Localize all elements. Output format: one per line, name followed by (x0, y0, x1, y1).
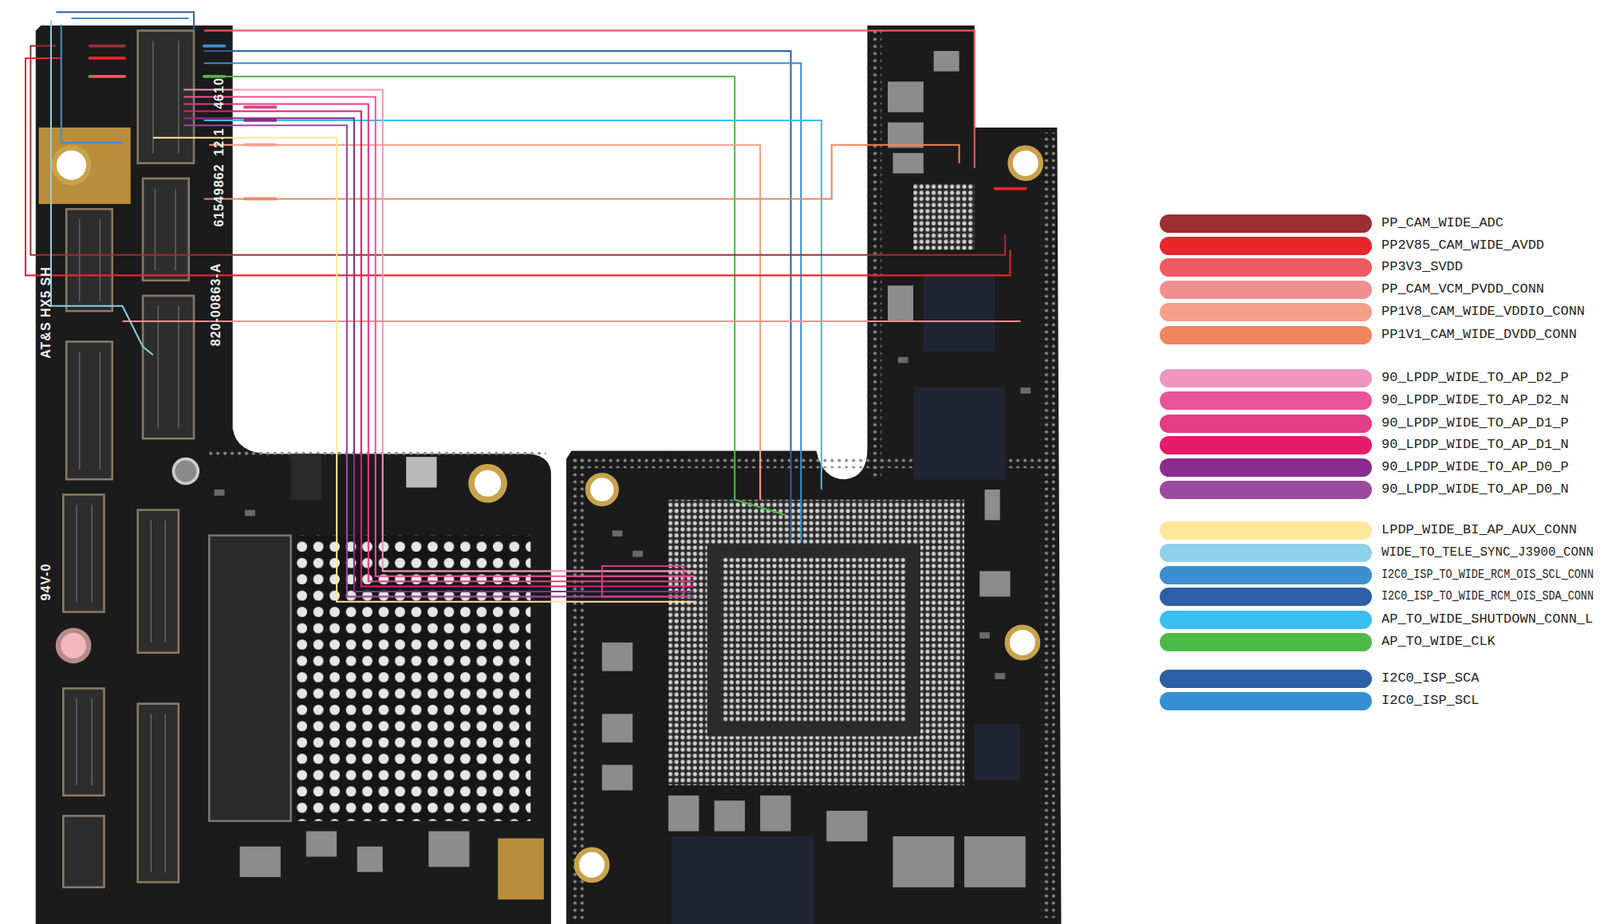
legend-text: PP1V1_CAM_WIDE_DVDD_CONN (1381, 327, 1577, 343)
legend-swatch (1159, 280, 1372, 300)
legend-swatch (1159, 436, 1372, 455)
legend-text: 90_LPDP_WIDE_TO_AP_D2_P (1381, 370, 1569, 387)
legend-swatch (1159, 669, 1372, 689)
legend-swatch (1159, 633, 1372, 652)
legend-swatch (1159, 369, 1372, 388)
legend-swatch (1159, 258, 1372, 277)
silkscreen-label: AT&S HX5 SH (39, 266, 54, 359)
legend-text: PP_CAM_WIDE_ADC (1381, 215, 1504, 232)
legend-swatch (1159, 214, 1372, 233)
silkscreen-label: 12.1 (212, 127, 227, 156)
legend-swatch (1159, 414, 1372, 434)
legend-text: 90_LPDP_WIDE_TO_AP_D0_N (1381, 481, 1569, 498)
legend-text: 90_LPDP_WIDE_TO_AP_D0_P (1381, 459, 1569, 476)
legend-swatch (1159, 303, 1372, 322)
legend-text: I2C0_ISP_TO_WIDE_RCM_OIS_SDA_CONN (1381, 588, 1594, 605)
legend-swatch (1159, 326, 1372, 345)
legend-text: 90_LPDP_WIDE_TO_AP_D2_N (1381, 392, 1569, 409)
legend-swatch (1159, 543, 1372, 563)
silkscreen-label: 4610 (212, 77, 227, 110)
legend-swatch (1159, 480, 1372, 500)
legend-swatch (1159, 521, 1372, 540)
silkscreen-label: 94V-0 (39, 563, 54, 602)
legend-swatch (1159, 587, 1372, 607)
silkscreen-label: 820-00863-A (208, 263, 224, 347)
legend-text: LPDP_WIDE_BI_AP_AUX_CONN (1381, 522, 1577, 539)
legend-swatch (1159, 458, 1372, 477)
legend-text: AP_TO_WIDE_CLK (1381, 634, 1496, 651)
legend-text: 90_LPDP_WIDE_TO_AP_D1_N (1381, 437, 1569, 454)
legend-text: PP_CAM_VCM_PVDD_CONN (1381, 281, 1545, 298)
legend-swatch (1159, 236, 1372, 256)
legend-text: PP1V8_CAM_WIDE_VDDIO_CONN (1381, 303, 1585, 320)
legend-swatch (1159, 692, 1372, 711)
legend-text: AP_TO_WIDE_SHUTDOWN_CONN_L (1381, 611, 1593, 628)
legend-text: PP3V3_SVDD (1381, 259, 1463, 276)
legend-swatch (1159, 391, 1372, 410)
legend-text: PP2V85_CAM_WIDE_AVDD (1381, 237, 1545, 254)
legend-text: I2C0_ISP_SCL (1381, 693, 1479, 710)
legend-text: WIDE_TO_TELE_SYNC_J3900_CONN (1381, 544, 1594, 561)
legend-swatch (1159, 610, 1372, 630)
legend-text: 90_LPDP_WIDE_TO_AP_D1_P (1381, 415, 1569, 432)
legend-swatch (1159, 566, 1372, 585)
legend-text: I2C0_ISP_TO_WIDE_RCM_OIS_SCL_CONN (1381, 567, 1594, 584)
legend-text: I2C0_ISP_SCA (1381, 670, 1479, 687)
silkscreen-label: 61549862 (212, 163, 227, 227)
